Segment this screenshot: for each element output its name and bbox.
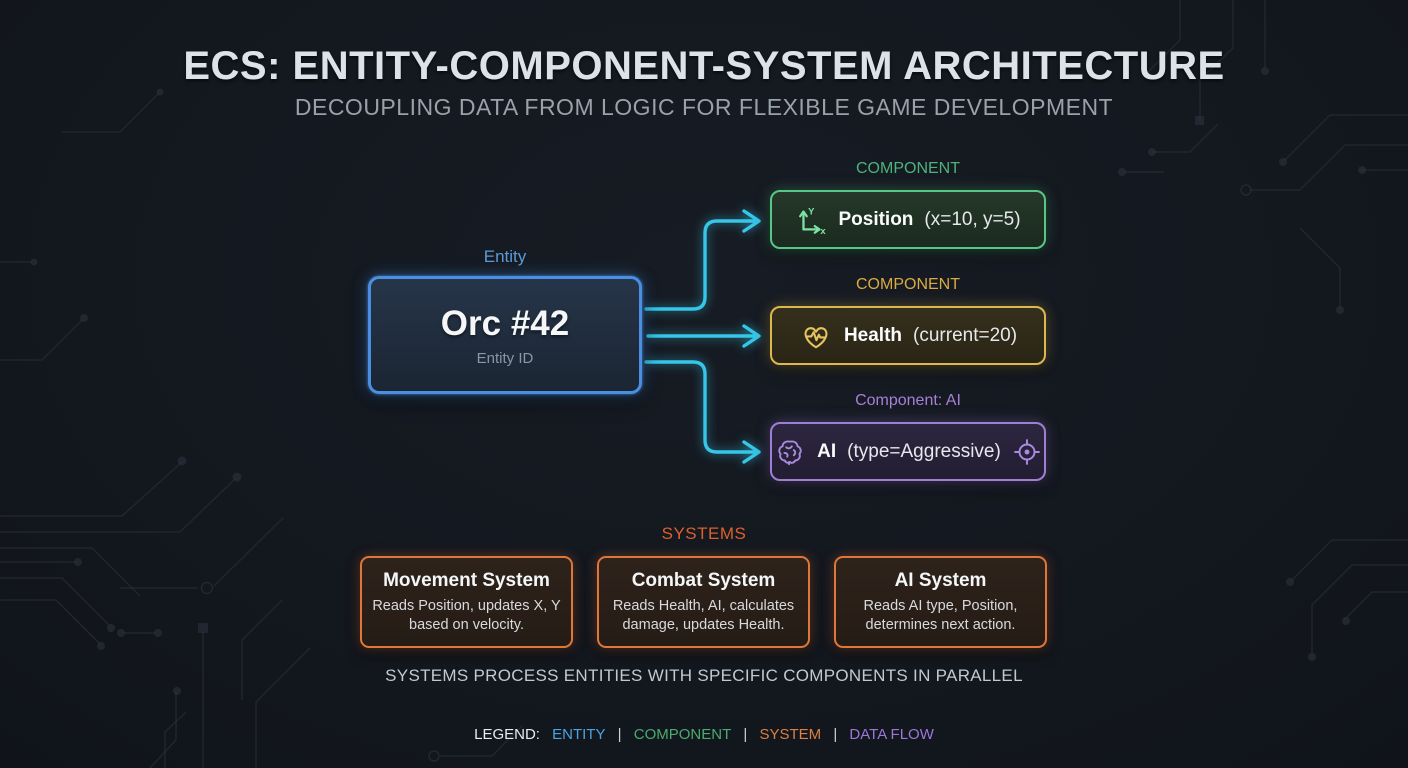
system-title: Combat System [631,570,776,592]
system-description: Reads AI type, Position, determines next… [863,598,1018,633]
system-title: Movement System [383,570,550,592]
system-title: AI System [894,570,987,592]
heart-pulse-icon [799,320,833,352]
legend-component: COMPONENT [633,726,732,743]
component-label-health: COMPONENT [856,276,960,293]
entity-label: Entity [483,247,527,266]
legend-separator: | [743,726,748,743]
system-description: Reads Health, AI, calculates damage, upd… [612,598,795,633]
component-name: AI [817,440,837,462]
systems-row: Movement System Reads Position, updates … [360,556,1047,648]
systems-section-label: SYSTEMS [661,524,747,543]
svg-text:x: x [821,225,827,236]
arrowhead-position [742,209,761,233]
legend-prefix: LEGEND: [474,726,540,743]
legend-separator: | [617,726,622,743]
component-label-position: COMPONENT [856,160,960,177]
component-value: (x=10, y=5) [924,208,1021,230]
system-box-combat: Combat System Reads Health, AI, calculat… [597,556,810,648]
page-title: ECS: ENTITY-COMPONENT-SYSTEM ARCHITECTUR… [183,44,1225,88]
component-name: Health [843,324,903,346]
legend-separator: | [833,726,838,743]
component-box-health: Health (current=20) [770,306,1046,365]
target-icon [1012,437,1042,467]
entity-box: Orc #42 Entity ID [368,276,642,394]
page-subtitle: DECOUPLING DATA FROM LOGIC FOR FLEXIBLE … [294,94,1114,120]
component-value: (current=20) [913,324,1018,346]
system-description: Reads Position, updates X, Y based on ve… [372,598,561,633]
legend-dataflow: DATA FLOW [849,726,934,743]
svg-text:Y: Y [809,205,816,216]
component-value: (type=Aggressive) [847,440,1001,462]
axes-icon: Y x [795,204,827,236]
parallel-caption: SYSTEMS PROCESS ENTITIES WITH SPECIFIC C… [385,666,1023,685]
component-box-position: Y x Position (x=10, y=5) [770,190,1046,249]
system-box-ai: AI System Reads AI type, Position, deter… [834,556,1047,648]
arrowhead-health [742,324,761,348]
arrow-entity-to-position [644,219,756,311]
system-box-movement: Movement System Reads Position, updates … [360,556,573,648]
arrow-entity-to-ai [644,360,756,454]
arrowhead-ai [742,440,761,464]
component-box-ai: AI (type=Aggressive) [770,422,1046,481]
legend-entity: ENTITY [552,726,606,743]
legend-system: SYSTEM [759,726,822,743]
entity-id-label: Entity ID [476,349,534,367]
component-name: Position [838,208,914,230]
entity-name: Orc #42 [440,303,570,343]
brain-icon [774,436,806,468]
component-label-ai: Component: AI [855,392,961,409]
legend: LEGEND: ENTITY | COMPONENT | SYSTEM | DA… [0,726,1408,743]
